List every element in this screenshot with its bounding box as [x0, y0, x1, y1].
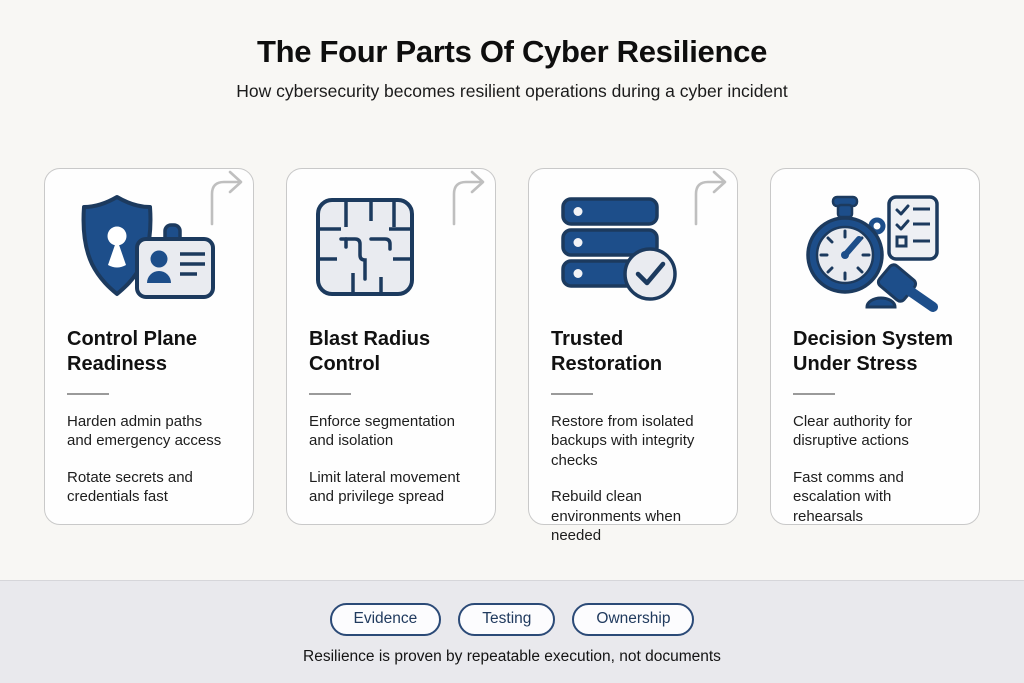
- divider: [793, 392, 835, 395]
- card-point: Limit lateral movement and privilege spr…: [309, 468, 460, 506]
- card-title: Blast Radius Control: [309, 328, 431, 375]
- pill-evidence[interactable]: Evidence: [329, 603, 442, 636]
- pill-row: Evidence Testing Ownership: [0, 603, 1024, 636]
- cards-row: Control Plane Readiness Harden admin pat…: [44, 168, 980, 544]
- card-title: Decision System Under Stress: [793, 328, 954, 375]
- divider: [67, 392, 109, 395]
- flow-arrow-icon: [446, 166, 490, 226]
- server-stack-check-icon: [551, 191, 715, 311]
- card-trusted-restoration: Trusted Restoration Restore from isolate…: [528, 168, 738, 544]
- card-blast-radius-control: Blast Radius Control Enforce segmentatio…: [286, 168, 496, 525]
- card-decision-system-under-stress: Decision System Under Stress Clear autho…: [770, 168, 980, 525]
- shield-id-badge-icon: [67, 191, 231, 311]
- card-point: Enforce segmentation and isolation: [309, 412, 455, 450]
- flow-arrow-icon: [688, 166, 732, 226]
- header: The Four Parts Of Cyber Resilience How c…: [0, 0, 1024, 102]
- card-point: Fast comms and escalation with rehearsal…: [793, 468, 904, 525]
- circuit-chip-icon: [309, 191, 473, 311]
- card-point: Rebuild clean environments when needed: [551, 488, 682, 545]
- card-point: Clear authority for disruptive actions: [793, 412, 913, 450]
- card-point: Rotate secrets and credentials fast: [67, 468, 193, 506]
- flow-arrow-icon: [204, 166, 248, 226]
- footer: Evidence Testing Ownership Resilience is…: [0, 580, 1024, 683]
- pill-ownership[interactable]: Ownership: [572, 603, 695, 636]
- divider: [309, 392, 351, 395]
- stopwatch-checklist-gavel-icon: [793, 191, 957, 312]
- pill-testing[interactable]: Testing: [458, 603, 556, 636]
- card-title: Trusted Restoration: [551, 328, 663, 375]
- card-point: Restore from isolated backups with integ…: [551, 412, 695, 469]
- page-subtitle: How cybersecurity becomes resilient oper…: [236, 81, 788, 101]
- divider: [551, 392, 593, 395]
- card-title: Control Plane Readiness: [67, 328, 198, 375]
- page-title: The Four Parts Of Cyber Resilience: [256, 34, 768, 69]
- footer-caption: Resilience is proven by repeatable execu…: [303, 648, 721, 665]
- card-control-plane-readiness: Control Plane Readiness Harden admin pat…: [44, 168, 254, 525]
- card-point: Harden admin paths and emergency access: [67, 412, 222, 450]
